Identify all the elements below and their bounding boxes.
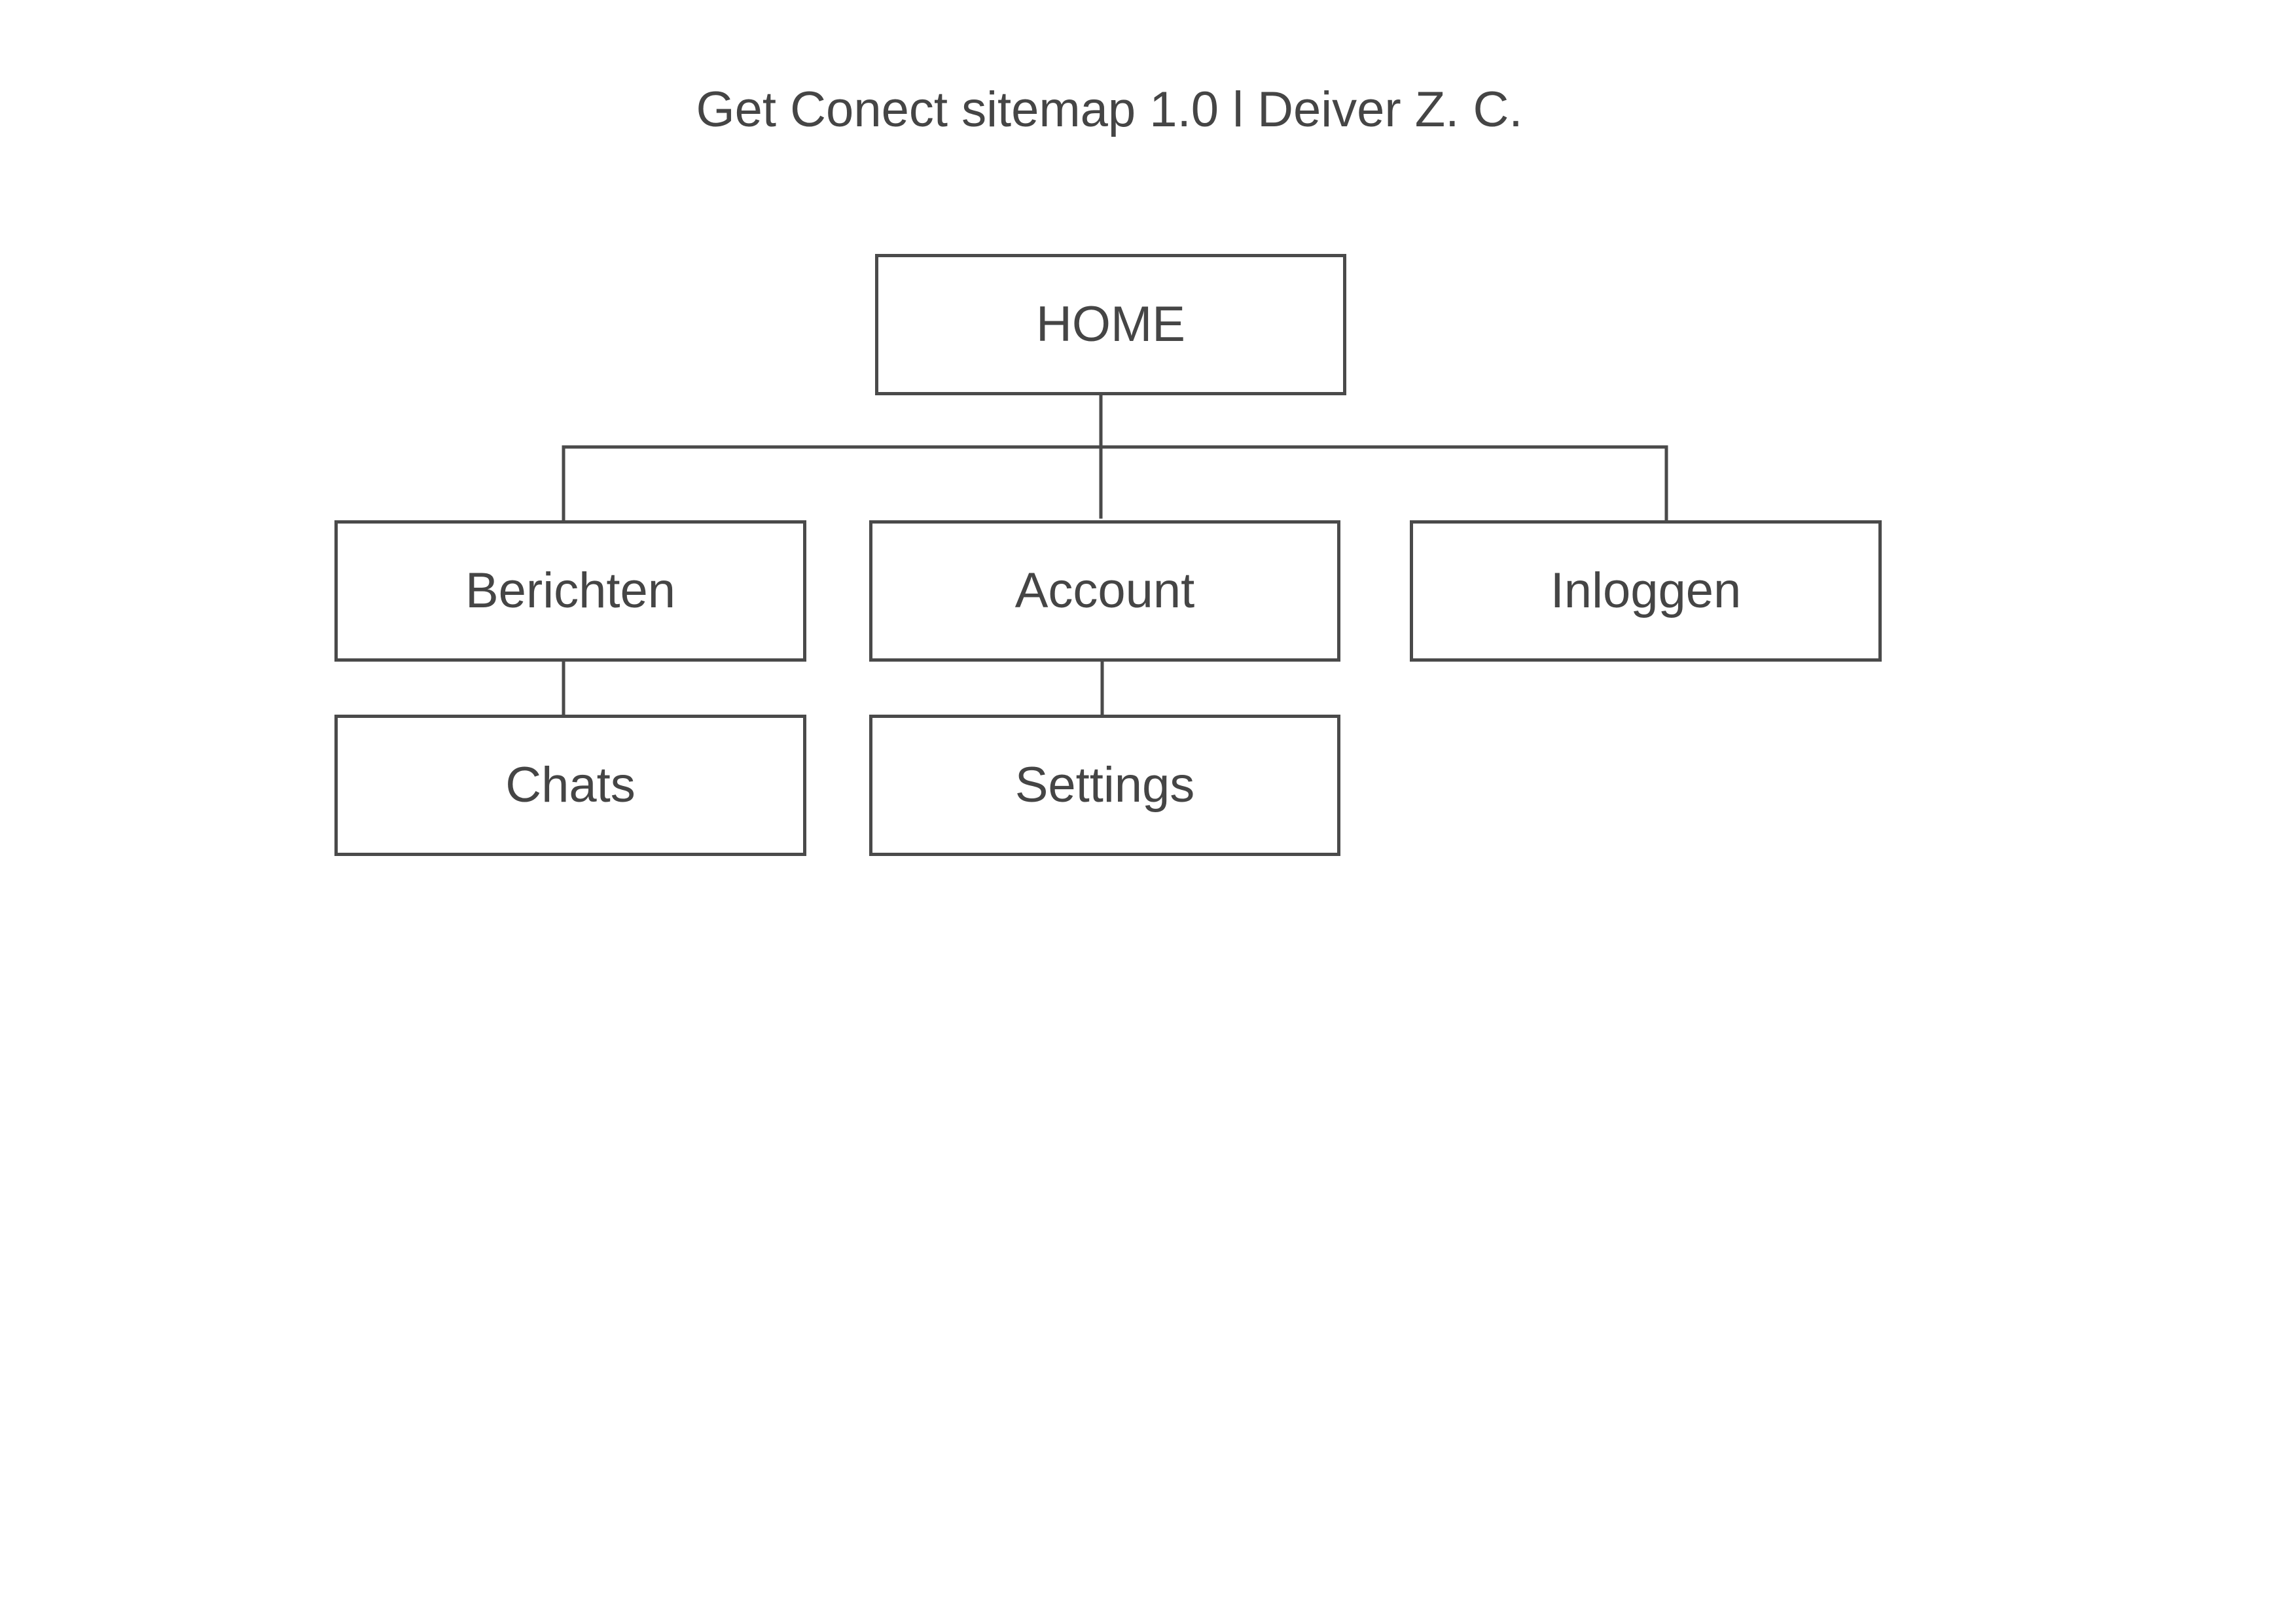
node-settings-label: Settings [1014, 757, 1195, 813]
node-berichten-label: Berichten [465, 563, 676, 618]
node-settings: Settings [869, 715, 1340, 856]
node-account-label: Account [1014, 563, 1195, 618]
diagram-title: Get Conect sitemap 1.0 l Deiver Z. C. [696, 82, 1523, 137]
node-chats-label: Chats [505, 757, 636, 813]
node-chats: Chats [334, 715, 806, 856]
node-account: Account [869, 520, 1340, 662]
node-inloggen: Inloggen [1410, 520, 1882, 662]
node-berichten: Berichten [334, 520, 806, 662]
node-home-label: HOME [1036, 296, 1185, 352]
node-home: HOME [875, 254, 1346, 395]
node-inloggen-label: Inloggen [1550, 563, 1742, 618]
